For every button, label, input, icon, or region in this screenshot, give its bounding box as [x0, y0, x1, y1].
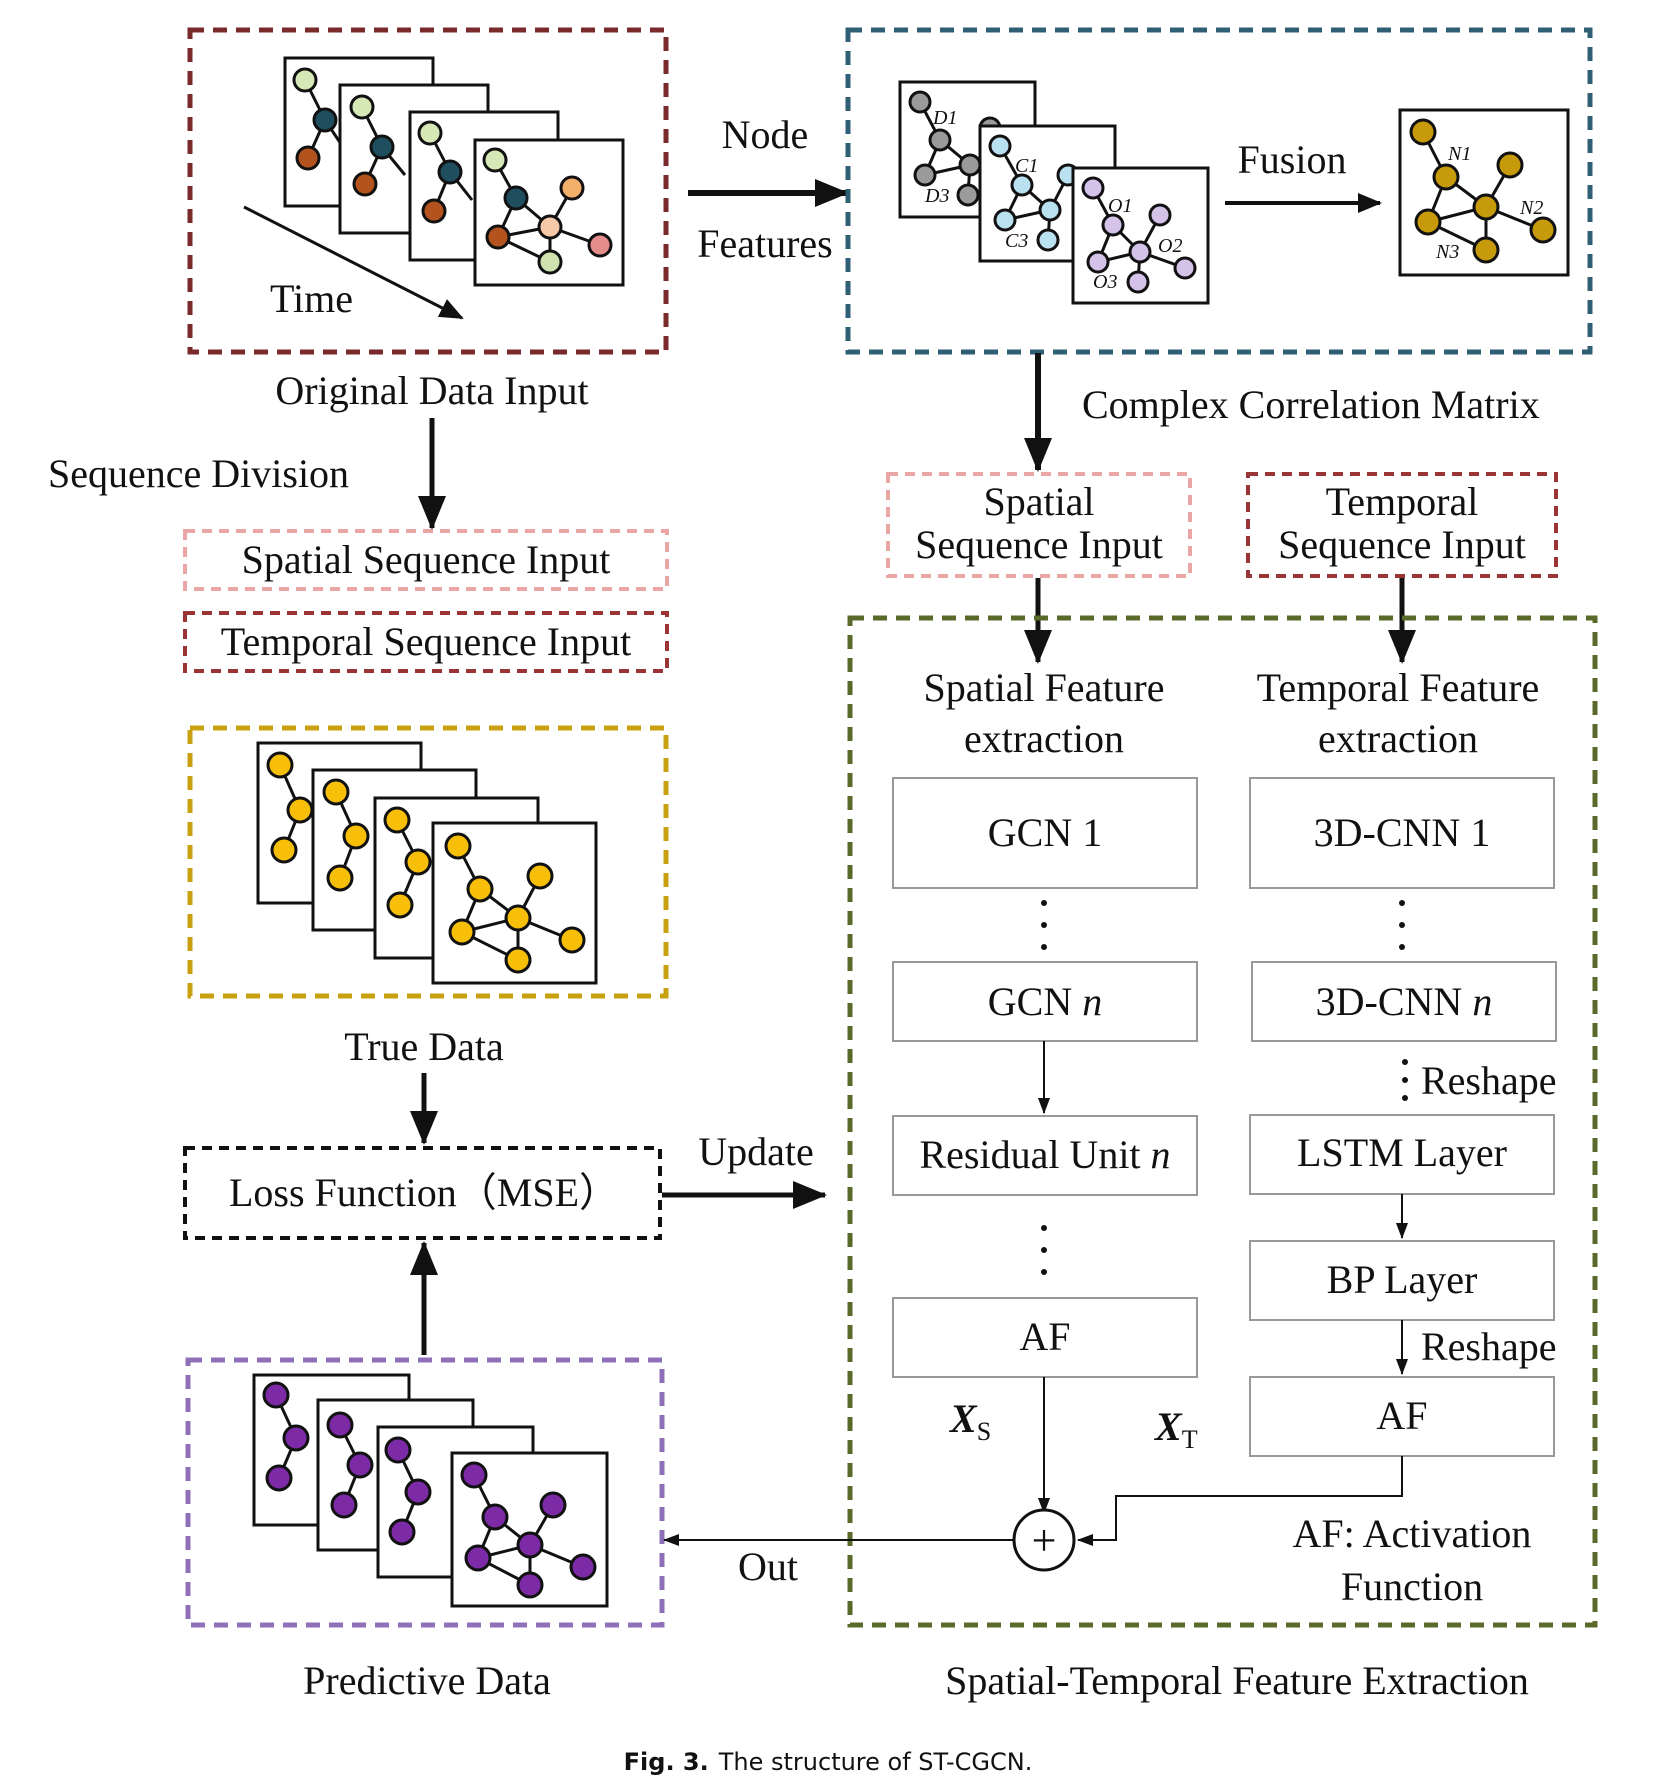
- node-d3-label: D3: [924, 185, 949, 207]
- predictive-frame-4: [450, 1451, 609, 1608]
- bp-layer-label: BP Layer: [1327, 1257, 1478, 1302]
- gcn-1-box: [892, 777, 1198, 889]
- lstm-layer-label: LSTM Layer: [1297, 1130, 1507, 1175]
- spatial-feature-extraction-line2: extraction: [964, 716, 1124, 761]
- node-label: Node: [722, 112, 809, 157]
- temporal-sequence-input-right-box: [1246, 472, 1558, 578]
- features-label: Features: [697, 221, 833, 266]
- cnn-1-box: [1249, 777, 1555, 889]
- temporal-af-box: [1249, 1376, 1555, 1457]
- residual-ellipsis-dots: [1041, 1225, 1047, 1275]
- node-o2-label: O2: [1158, 235, 1182, 257]
- gcn-n-box: [892, 961, 1198, 1042]
- cnn-n-italic: n: [1472, 979, 1492, 1024]
- st-feature-extraction-title: Spatial-Temporal Feature Extraction: [945, 1658, 1529, 1703]
- xt-sub: T: [1182, 1425, 1198, 1454]
- true-data-box: [187, 725, 669, 999]
- lstm-layer-box: [1249, 1114, 1555, 1195]
- time-label: Time: [270, 276, 353, 321]
- temporal-af-label: AF: [1376, 1393, 1427, 1438]
- gcn-n-base: GCN: [988, 979, 1082, 1024]
- spatial-af-label: AF: [1019, 1314, 1070, 1359]
- spatial-sequence-input-right-line1: Spatial: [983, 479, 1094, 524]
- sequence-division-label: Sequence Division: [48, 451, 349, 496]
- node-d1-label: D1: [932, 107, 957, 129]
- correlation-graph-o: O1 O2 O3: [1071, 166, 1210, 305]
- cnn-n-box: [1251, 961, 1557, 1042]
- xt-x: X: [1153, 1404, 1183, 1449]
- node-c3-label: C3: [1005, 230, 1028, 252]
- temporal-feature-extraction-line2: extraction: [1318, 716, 1478, 761]
- st-feature-extraction-box: [847, 615, 1598, 1628]
- true-data-label: True Data: [344, 1024, 504, 1069]
- sum-node-plus: +: [1032, 1516, 1057, 1565]
- temporal-sequence-input-right-line1: Temporal: [1326, 479, 1479, 524]
- reshape-label-1: Reshape: [1421, 1058, 1557, 1103]
- reshape-label-2: Reshape: [1421, 1324, 1557, 1369]
- predictive-data-box: [185, 1357, 665, 1628]
- temporal-sequence-input-right-line2: Sequence Input: [1278, 522, 1526, 567]
- cnn-n-label: 3D-CNN n: [1316, 979, 1493, 1024]
- figure-caption: Fig. 3. The structure of ST-CGCN.: [624, 1748, 1033, 1776]
- residual-unit-label: Residual Unit n: [919, 1132, 1170, 1177]
- gcn-ellipsis-dots: [1041, 900, 1047, 950]
- true-data-frame-4: [431, 821, 598, 985]
- node-o1-label: O1: [1108, 195, 1132, 217]
- original-graph-frame-4: [473, 138, 625, 287]
- spatial-sequence-input-left-label: Spatial Sequence Input: [242, 537, 611, 582]
- loss-function-box: [183, 1146, 662, 1240]
- fusion-label: Fusion: [1238, 137, 1347, 182]
- time-arrow: [243, 205, 464, 320]
- node-n2-label: N2: [1519, 197, 1543, 219]
- reshape-dots-1: [1402, 1059, 1408, 1101]
- temporal-af-to-sum-connector: [1077, 1456, 1403, 1546]
- xs-x: X: [948, 1396, 978, 1441]
- predictive-data-label: Predictive Data: [303, 1658, 551, 1703]
- xt-label: XT: [1153, 1404, 1198, 1454]
- gcn-n-italic: n: [1082, 979, 1102, 1024]
- original-graph-stack: [283, 56, 625, 287]
- update-label: Update: [698, 1129, 814, 1174]
- xs-sub: S: [977, 1417, 991, 1446]
- cnn-n-base: 3D-CNN: [1316, 979, 1473, 1024]
- temporal-sequence-input-left-box: [183, 611, 669, 673]
- residual-unit-base: Residual Unit: [919, 1132, 1150, 1177]
- node-o3-label: O3: [1093, 271, 1117, 293]
- loss-function-label: Loss Function（MSE）: [229, 1170, 619, 1215]
- node-c1-label: C1: [1015, 155, 1038, 177]
- residual-unit-box: [892, 1115, 1198, 1196]
- spatial-sequence-input-right-line2: Sequence Input: [915, 522, 1163, 567]
- gcn-n-label: GCN n: [988, 979, 1102, 1024]
- cnn-ellipsis-dots: [1399, 900, 1405, 950]
- node-n1-label: N1: [1447, 143, 1471, 165]
- original-data-input-box: [187, 27, 669, 355]
- xs-label: XS: [948, 1396, 991, 1446]
- original-data-input-label: Original Data Input: [275, 368, 588, 413]
- temporal-feature-extraction-line1: Temporal Feature: [1257, 665, 1540, 710]
- af-note-line2: Function: [1341, 1564, 1483, 1609]
- figure-caption-text: The structure of ST-CGCN.: [718, 1748, 1033, 1776]
- figure-caption-number: Fig. 3.: [624, 1748, 709, 1776]
- af-note-line1: AF: Activation: [1293, 1511, 1532, 1556]
- node-n3-label: N3: [1435, 241, 1459, 263]
- gcn-1-label: GCN 1: [988, 810, 1102, 855]
- spatial-af-box: [892, 1297, 1198, 1378]
- complex-correlation-matrix-label: Complex Correlation Matrix: [1082, 382, 1540, 427]
- residual-unit-italic: n: [1151, 1132, 1171, 1177]
- fused-graph: N1 N2 N3: [1398, 108, 1570, 277]
- out-label: Out: [738, 1544, 798, 1589]
- spatial-feature-extraction-line1: Spatial Feature: [923, 665, 1164, 710]
- predictive-graph-stack: [252, 1373, 609, 1608]
- spatial-sequence-input-left-box: [183, 529, 669, 591]
- correlation-matrix-box: [845, 27, 1593, 355]
- spatial-sequence-input-right-box: [886, 472, 1192, 578]
- bp-layer-box: [1249, 1240, 1555, 1321]
- cnn-1-label: 3D-CNN 1: [1314, 810, 1491, 855]
- temporal-sequence-input-left-label: Temporal Sequence Input: [221, 619, 631, 664]
- true-data-graph-stack: [256, 741, 598, 985]
